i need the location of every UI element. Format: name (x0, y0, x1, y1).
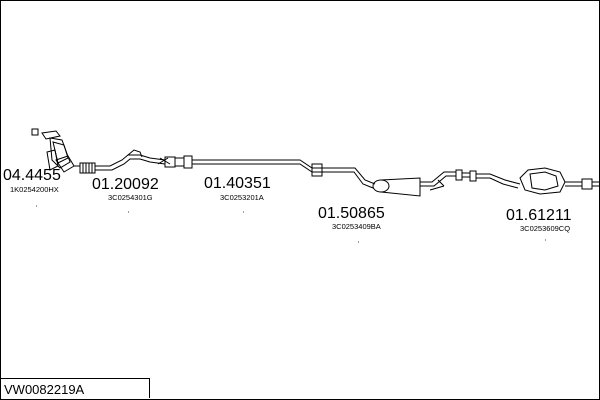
oem-number-label: 3C0253409BA (332, 222, 381, 231)
intermediate-pipe (175, 155, 340, 177)
front-pipe (74, 149, 176, 174)
diagram-code: VW0082219A (4, 382, 85, 397)
part-number-label: 04.4455 (3, 167, 61, 184)
oem-number-label: 1K0254200HX (10, 185, 59, 194)
oem-number-label: 3C0254301G (108, 193, 153, 202)
oem-number-label: 3C0253201A (220, 193, 264, 202)
part-number-label: 01.61211 (506, 207, 572, 224)
part-number-label: 01.40351 (204, 175, 271, 192)
reference-markers (36, 205, 546, 243)
part-number-label: 01.20092 (92, 176, 159, 193)
diagram-code-box: VW0082219A (0, 378, 150, 398)
middle-silencer (340, 167, 463, 197)
catalytic-converter (31, 128, 75, 173)
rear-silencer (462, 167, 600, 195)
oem-number-label: 3C0253609CQ (520, 224, 571, 233)
part-number-label: 01.50865 (318, 205, 385, 222)
